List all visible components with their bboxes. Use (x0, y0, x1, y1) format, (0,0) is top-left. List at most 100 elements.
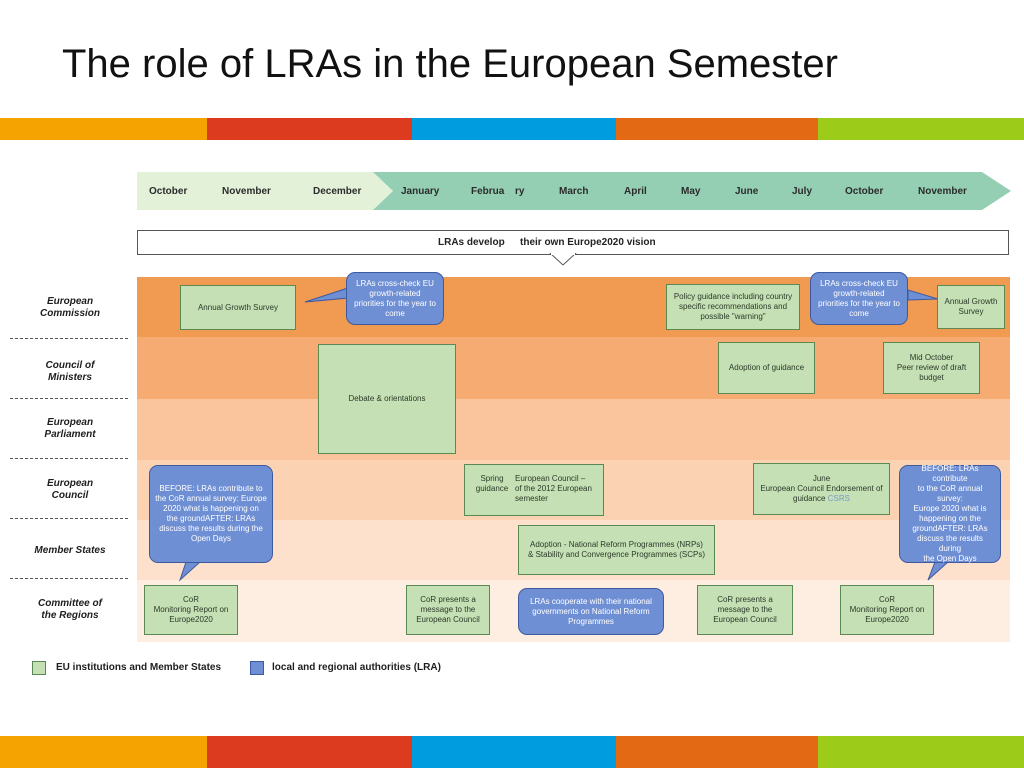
row-label-line: Council of (45, 360, 95, 371)
row-divider (10, 518, 128, 519)
row-divider (10, 578, 128, 579)
box-text: Spring (480, 474, 504, 483)
box-text: to the CoR annual survey: (917, 484, 983, 503)
month-label: November (222, 186, 271, 197)
before-after-callout: BEFORE: LRAs contribute to the CoR annua… (149, 465, 273, 563)
box-text: & Stability and Convergence Programmes (… (528, 550, 705, 559)
box-text: governments on National Reform (532, 606, 650, 616)
box-text: European Council (416, 615, 480, 624)
box-text: possible "warning" (700, 312, 766, 321)
box-text: European Council – (515, 474, 586, 483)
month-label: July (792, 186, 813, 197)
june-endorsement-box: June European Council Endorsement of gui… (753, 463, 890, 515)
legend-green-label: EU institutions and Member States (56, 662, 222, 673)
box-text: guidance (475, 484, 509, 493)
adoption-of-guidance-box: Adoption of guidance (718, 342, 815, 394)
lra-crosscheck-callout: LRAs cross-check EU growth-related prior… (346, 272, 444, 325)
adoption-nrp-box: Adoption - National Reform Programmes (N… (518, 525, 715, 575)
box-text: CoR (182, 595, 199, 604)
stripe-segment (412, 118, 616, 140)
box-text: Annual Growth (944, 297, 998, 306)
row-label-committee-of-regions: Committee of the Regions (14, 598, 126, 622)
box-text: Programmes (568, 616, 614, 626)
cor-presents-message-box: CoR presents a message to the European C… (406, 585, 490, 635)
row-label-member-states: Member States (14, 545, 126, 557)
box-text: BEFORE: LRAs contribute (921, 464, 979, 483)
bottom-color-stripe (0, 736, 1024, 768)
box-text: Adoption of guidance (728, 363, 805, 372)
box-text: Europe2020 (865, 615, 909, 624)
policy-guidance-box: Policy guidance including country specif… (666, 284, 800, 330)
stripe-segment (207, 118, 412, 140)
box-text: budget (919, 373, 944, 382)
legend-blue-label: local and regional authorities (LRA) (272, 662, 441, 673)
row-label-line: Parliament (44, 429, 96, 440)
box-text: Adoption - National Reform Programmes (N… (530, 540, 703, 549)
european-council-2012-text: European Council – of the 2012 European … (515, 474, 601, 504)
row-label-line: Ministers (48, 372, 92, 383)
box-text: Policy guidance including country (673, 292, 793, 301)
vision-callout: LRAs develop their own Europe2020 vision (137, 230, 1009, 255)
cor-presents-message-box: CoR presents a message to the European C… (697, 585, 793, 635)
row-label-european-council: European Council (14, 478, 126, 502)
box-text: come (849, 308, 869, 318)
vision-text-part2: their own Europe2020 vision (520, 237, 656, 248)
box-text-line: guidance CSRS (793, 494, 850, 504)
box-text: happening on the (919, 514, 981, 523)
box-text: priorities for the year to (818, 298, 900, 308)
spring-guidance-box (464, 464, 604, 516)
box-text: the CoR annual survey: Europe (155, 494, 267, 503)
month-label: October (149, 186, 188, 197)
box-text: semester (515, 494, 548, 503)
lra-crosscheck-callout: LRAs cross-check EU growth-related prior… (810, 272, 908, 325)
vision-callout-pointer (549, 253, 577, 266)
row-divider (10, 458, 128, 459)
band-european-parliament (137, 399, 1010, 460)
box-text: European Council Endorsement of (760, 484, 883, 493)
row-label-european-parliament: European Parliament (14, 417, 126, 441)
box-text: of the 2012 European (515, 484, 592, 493)
month-label: October (845, 186, 884, 197)
stripe-segment (616, 118, 818, 140)
box-text: growth-related (833, 288, 885, 298)
box-text: BEFORE: LRAs contribute to (159, 484, 263, 493)
before-after-callout: BEFORE: LRAs contribute to the CoR annua… (899, 464, 1001, 563)
row-divider (10, 398, 128, 399)
cor-monitoring-report-box: CoR Monitoring Report on Europe2020 (144, 585, 238, 635)
box-text: guidance (793, 494, 826, 503)
month-label: April (624, 186, 647, 197)
row-label-line: Council (51, 490, 89, 501)
timeline-arrow: October November December January Februa… (137, 172, 1011, 210)
top-color-stripe (0, 118, 1024, 140)
timeline-current-segment (373, 172, 1011, 210)
stripe-segment (818, 118, 1024, 140)
row-label-line: European (46, 417, 94, 428)
box-text: Annual Growth Survey (197, 302, 279, 312)
box-text: message to the (420, 605, 476, 614)
annual-growth-survey-box: Annual Growth Survey (937, 285, 1005, 329)
month-label: June (735, 186, 759, 197)
row-label-line: European (46, 296, 94, 307)
debate-orientations-box: Debate & orientations (318, 344, 456, 454)
box-text: growth-related (369, 288, 421, 298)
month-label: ry (515, 186, 525, 197)
band-council-of-ministers (137, 337, 1010, 399)
box-text: message to the (717, 605, 773, 614)
box-text: Monitoring Report on (849, 605, 925, 614)
stripe-segment (412, 736, 616, 768)
month-label: December (313, 186, 362, 197)
row-label-line: Commission (39, 308, 100, 319)
row-divider (10, 338, 128, 339)
row-label-line: the Regions (41, 610, 99, 621)
box-text: come (385, 308, 405, 318)
row-label-line: Member States (34, 545, 106, 556)
timeline-arrow-shape (137, 172, 1011, 210)
box-text: discuss the results during the (159, 524, 263, 533)
stripe-segment (0, 736, 207, 768)
month-label: May (681, 186, 701, 197)
month-label: Februa (471, 186, 505, 197)
lra-cooperate-callout: LRAs cooperate with their national gover… (518, 588, 664, 635)
box-text: groundAFTER: LRAs (912, 524, 988, 533)
stripe-segment (207, 736, 412, 768)
csrs-link-text: CSRS (827, 494, 850, 503)
